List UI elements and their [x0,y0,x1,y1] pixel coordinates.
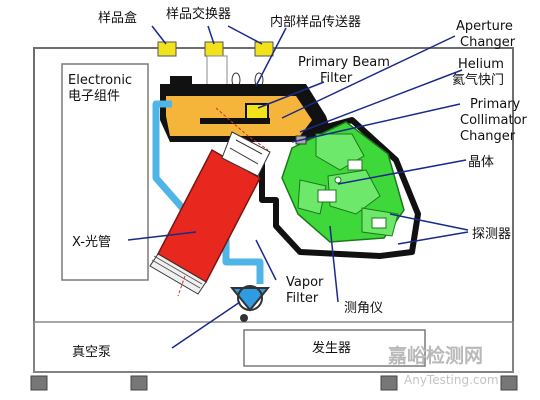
label-crystal: 晶体 [468,155,494,170]
wheel-right [500,375,518,391]
sample-changer-connector-2 [254,41,274,57]
label-xray-tube: X-光管 [72,235,111,250]
cabinet-floor [33,321,514,373]
label-primary-beam-2: Filter [320,71,353,86]
label-aperture-changer-2: Changer [460,35,516,50]
label-collimator-1: Primary [470,97,521,112]
label-collimator-2: Collimator [460,113,528,128]
label-generator: 发生器 [312,340,351,356]
label-vapor-2: Filter [286,291,319,306]
electronic-box [61,63,149,281]
label-internal-transfer: 内部样品传送器 [270,14,361,30]
orange-chamber [166,96,312,136]
generator-box [243,329,426,367]
label-primary-beam-1: Primary Beam [298,55,390,70]
chamber-left-slot [170,76,192,86]
label-sample-box: 样品盒 [98,10,137,26]
label-aperture-changer-1: Aperture [456,19,513,34]
label-detector: 探测器 [472,227,511,242]
chamber-inner-bar [200,118,270,124]
aperture-dashed-line [215,107,269,151]
label-sample-changer: 样品交换器 [166,6,231,22]
label-vapor-1: Vapor [286,275,324,290]
label-helium-1: Helium [458,57,504,72]
sample-box-connector [157,41,177,57]
primary-beam-filter-block [245,103,269,121]
wheel-mid-left [130,375,148,391]
watermark-text: 嘉峪检测网 [387,344,483,367]
label-vacuum-pump: 真空泵 [72,345,111,360]
label-electronic-2: 电子组件 [68,89,120,104]
label-collimator-3: Changer [460,129,516,144]
leader-lines [127,25,469,349]
goniometer-enclosure [259,117,421,259]
label-goniometer: 测角仪 [344,301,383,316]
crystal-assembly [281,121,405,243]
sample-changer-connector-1 [204,41,224,57]
label-helium-2: 氦气快门 [452,72,504,88]
watermark-url: AnyTesting.com [404,373,499,387]
label-electronic-1: Electronic [68,73,132,88]
vacuum-pump [229,285,271,322]
wheel-mid-right [380,375,398,391]
wheel-left [30,375,48,391]
xray-tube [149,131,271,297]
